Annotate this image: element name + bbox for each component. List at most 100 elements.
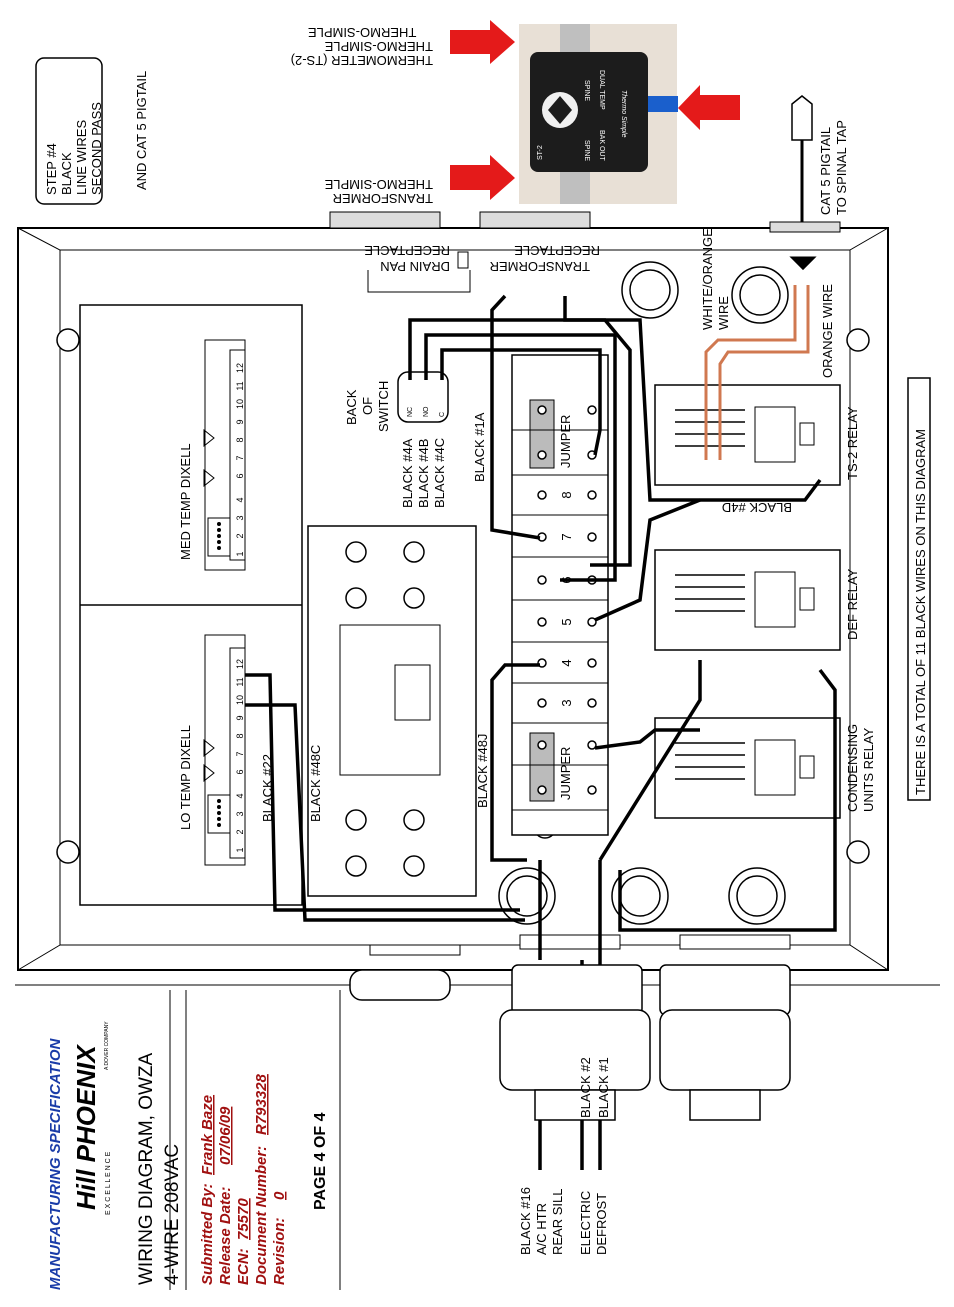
lo-dixell-label: LO TEMP DIXELL [178,725,193,830]
terminal-screw [537,698,547,708]
release-date-label: Release Date: [217,1187,234,1285]
jumper-bottom-label: JUMPER [558,747,573,800]
dixell-pin-text: 9 [235,419,245,424]
warning-icon [203,468,215,488]
relay-internals [675,406,815,796]
dixell-pin-text: 4 [235,793,245,798]
dixell-pin-text: 7 [235,751,245,756]
dixell-pin-text: 11 [235,381,245,390]
step-line-wires: LINE WIRES [74,120,89,195]
back-of-switch: NC NO C BACK OF SWITCH [344,371,449,432]
title-block: MANUFACTURING SPECIFICATION Hill PHOENIX… [15,984,940,1290]
dixell-pin-text: 7 [235,455,245,460]
dixell-pin-label: 1 [235,847,245,852]
submitted-by-value: Frank Baze [199,1095,216,1175]
document-number-label: Document Number: [253,1146,270,1285]
transformer-label-line2: TRANSFORMER [333,191,433,206]
transformer-receptacle-line1: TRANSFORMER [490,259,590,274]
step-line-black: BLACK [59,152,74,195]
warning-icon [203,763,215,783]
black-22-label: BLACK #22 [260,754,275,822]
screw-icon [846,840,870,864]
dixell-pin-text: 3 [235,811,245,816]
thermometer-label-line2: THERMOMETER (TS-2) [291,53,433,68]
device-label-spine: SPINE [583,80,590,101]
dixell-pin-text: 10 [235,695,245,705]
revision-value: 0 [271,1191,288,1200]
dixell-pin-label: 6 [235,769,245,774]
terminal-number: 4 [559,659,574,666]
dixell-pin-label: 3 [235,515,245,520]
arrow-right-icon [450,155,515,200]
conduit-fittings [349,964,791,1121]
dixell-pin-text: 9 [235,715,245,720]
black-4b-label: BLACK #4B [416,439,431,508]
switch-label-line3: SWITCH [376,381,391,432]
dover-mark: A DOVER COMPANY [104,1021,110,1070]
terminal-screw [537,617,547,627]
lo-temp-dixell: LO TEMP DIXELL [178,634,246,866]
ts2-relay-label: TS-2 RELAY [845,406,860,480]
ecn-value: 75570 [235,1198,252,1240]
spec-header: MANUFACTURING SPECIFICATION [47,1037,64,1290]
terminal-screw [587,785,597,795]
thermometer-label: THERMO-SIMPLE [308,25,417,40]
rj45-plug-icon [791,95,813,141]
receptacle-labels: TRANSFORMER RECEPTACLE DRAIN PAN RECEPTA… [364,243,600,293]
step-line-pass: SECOND PASS [89,102,104,195]
dixell-pin-label: 12 [235,659,245,669]
terminal-screw [537,785,547,795]
dixell-pin-text: 1 [235,551,245,556]
device-label-dual-temp: DUAL TEMP [598,70,605,110]
step-title: STEP #4 [44,143,59,195]
switch-label-line2: OF [360,397,375,415]
cat5-label-line2: TO SPINAL TAP [834,120,849,215]
white-orange-wire-label-line2: WIRE [716,296,731,330]
dixell-pin-label: 10 [235,399,245,409]
dixell-pin-text: 3 [235,515,245,520]
terminal-screw [587,405,597,415]
dixell-pin-label: 7 [235,455,245,460]
dixell-pin-label: 1 [235,551,245,556]
terminal-screw [537,740,547,750]
med-temp-dixell: MED TEMP DIXELL [178,339,246,571]
dixell-pin-label: 6 [235,473,245,478]
black-4c-label: BLACK #4C [432,438,447,508]
ecn-label: ECN: [235,1248,252,1285]
dixell-pin-text: 8 [235,437,245,442]
black-16-label-line3: REAR SILL [550,1189,565,1255]
dixell-pin-label: 8 [235,437,245,442]
dixell-pin-text: 11 [235,677,245,686]
dixell-pin-text: 6 [235,473,245,478]
black-4d-label: BLACK #4D [722,500,792,515]
screw-icon [56,840,80,864]
dixell-panel [79,304,303,906]
white-orange-wire-label: WHITE/ORANGE [700,228,715,330]
switch-c: C [439,412,446,417]
switch-no: NO [423,406,430,417]
terminal-screw [587,658,597,668]
terminal-screw [537,405,547,415]
electric-defrost-line1: ELECTRIC [578,1191,593,1255]
color-wires [704,256,817,460]
med-dixell-label: MED TEMP DIXELL [178,443,193,560]
electric-defrost-line2: DEFROST [594,1193,609,1255]
dixell-pin-text: 12 [235,363,245,373]
black-48j-label: BLACK #48J [475,734,490,808]
switch-label-line1: BACK [344,389,359,425]
black-2-label: BLACK #2 [578,1057,593,1118]
dixell-pin-label: 2 [235,829,245,834]
condensing-relay-label-line2: UNITS RELAY [861,727,876,812]
diagram-title: WIRING DIAGRAM, OWZA [136,1052,157,1285]
terminal-number: 7 [559,533,574,540]
dixell-pin-label: 2 [235,533,245,538]
dixell-pin-text: 6 [235,769,245,774]
thermometer-label-line1: THERMO-SIMPLE [324,39,433,54]
black-16-label-line2: A/C HTR [534,1203,549,1255]
warning-icon [203,738,215,758]
terminal-block: JUMPER JUMPER [511,354,609,836]
terminal-screw [537,490,547,500]
terminal-number: 8 [559,491,574,498]
